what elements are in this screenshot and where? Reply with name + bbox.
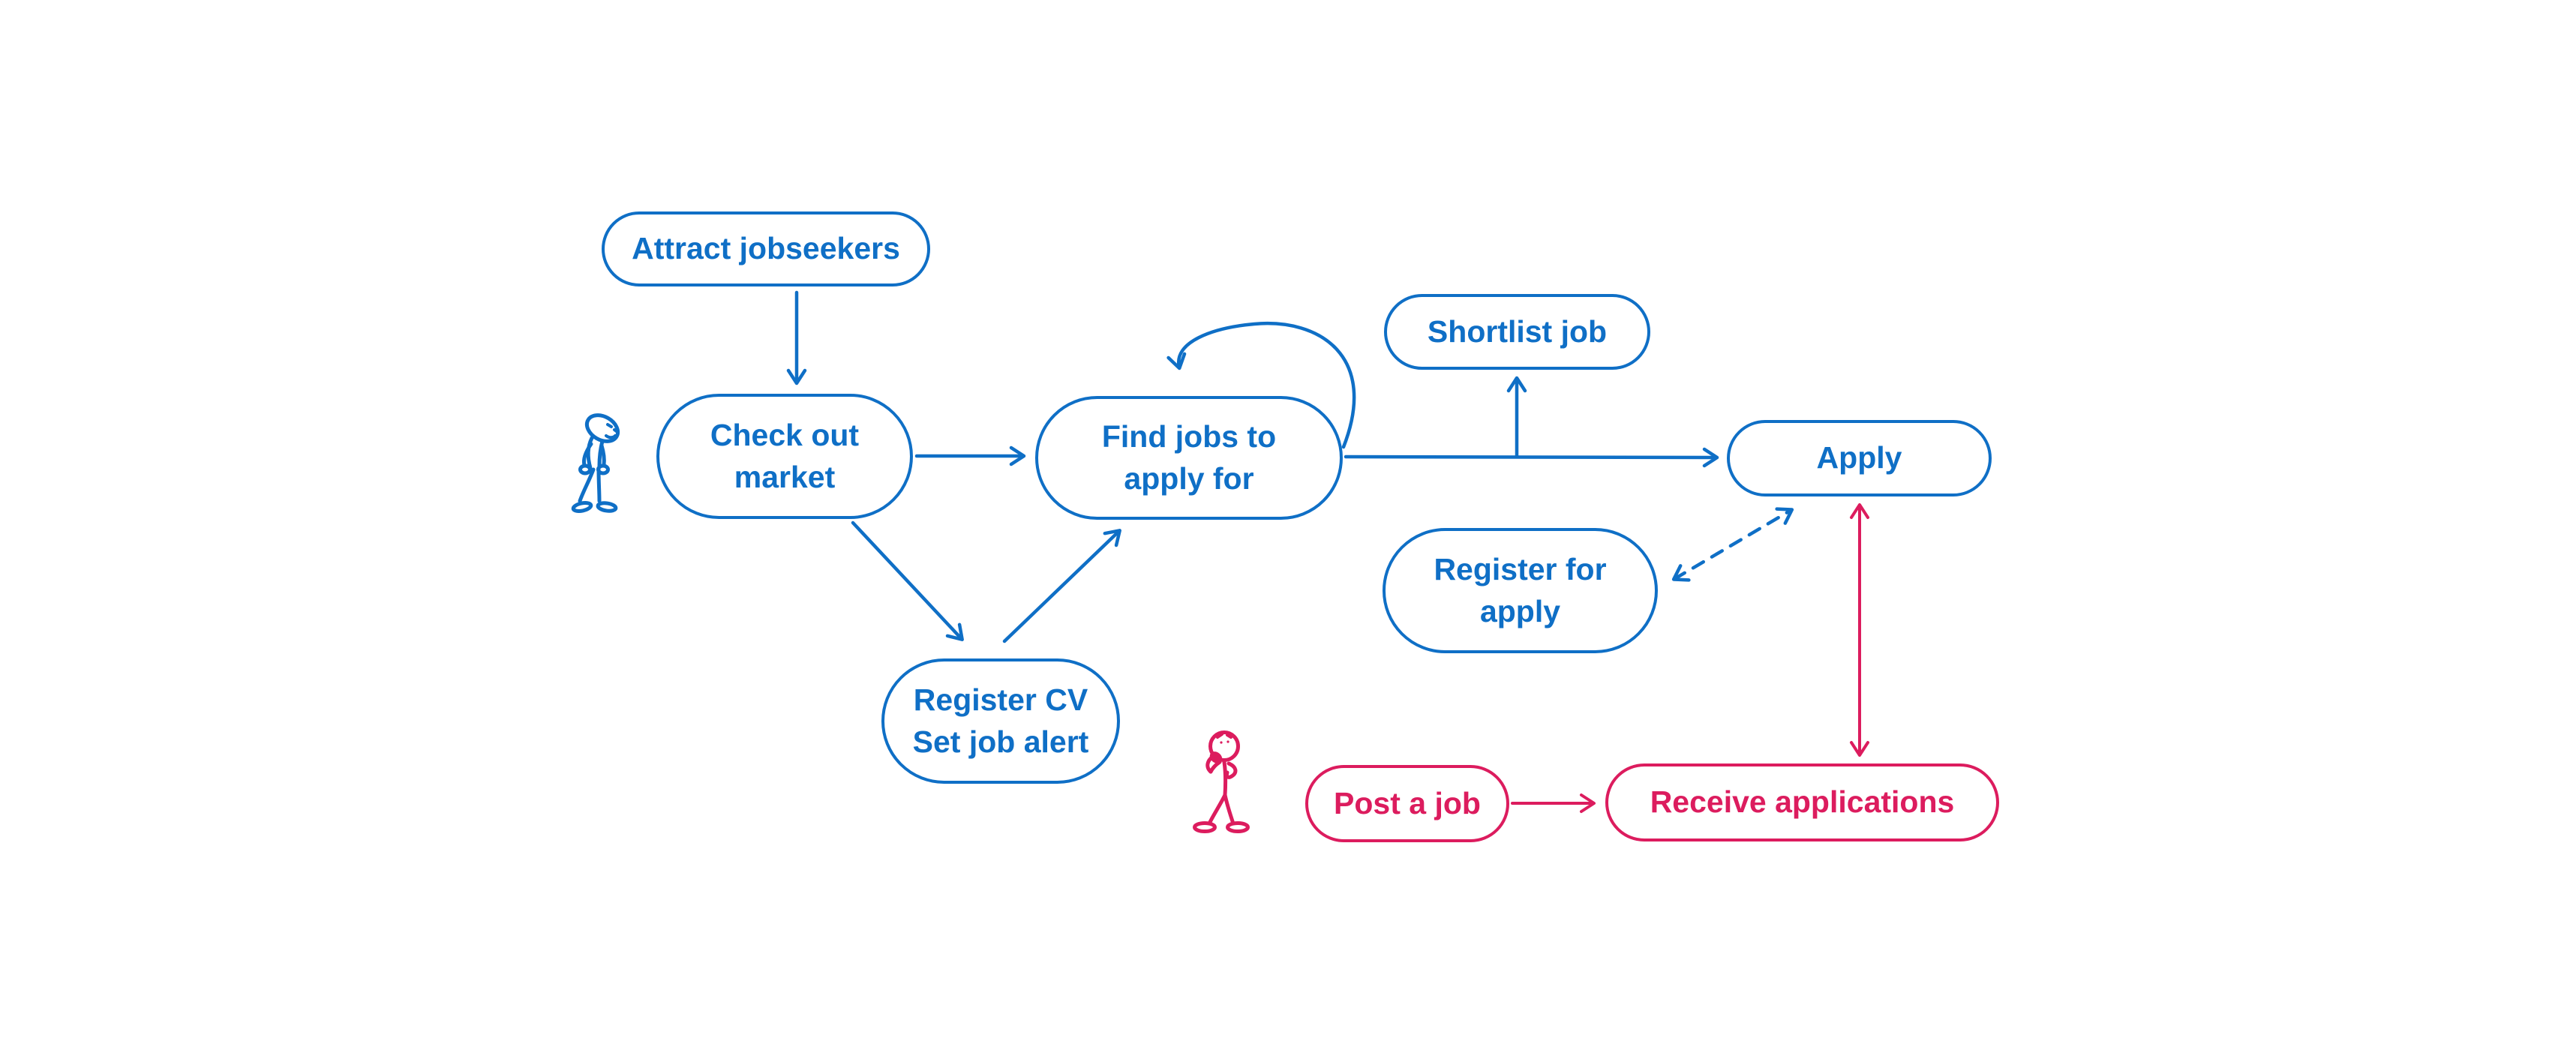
jobseeker-stick-figure-icon (571, 413, 620, 513)
node-find-jobs-to-apply-for: Find jobs to apply for (1035, 396, 1343, 520)
node-label: Register CV (913, 682, 1088, 718)
edge-find-self-loop-arrow (1166, 321, 1356, 449)
node-label: Find jobs to (1101, 419, 1277, 454)
node-post-a-job: Post a job (1305, 765, 1509, 842)
node-shortlist-job: Shortlist job (1384, 294, 1650, 370)
edge-registerapply-apply-dashed-arrow (1671, 507, 1794, 582)
node-label: apply for (1124, 460, 1254, 496)
node-label: apply (1479, 593, 1561, 628)
employer-stick-figure-icon (1193, 730, 1250, 833)
node-register-for-apply: Register for apply (1383, 528, 1658, 653)
node-label: Register for (1434, 552, 1607, 587)
node-label: market (734, 459, 836, 494)
node-label: Set job alert (912, 724, 1089, 759)
edge-registercv-to-find-arrow (1002, 529, 1121, 644)
node-check-out-market: Check out market (656, 394, 913, 519)
node-label: Shortlist job (1427, 314, 1608, 349)
node-label: Attract jobseekers (632, 231, 900, 266)
node-label: Check out (710, 418, 860, 453)
node-apply: Apply (1727, 420, 1992, 496)
edge-check-to-registercv-arrow (851, 520, 964, 641)
node-label: Receive applications (1650, 784, 1955, 820)
node-receive-applications: Receive applications (1605, 764, 1999, 842)
node-attract-jobseekers: Attract jobseekers (602, 212, 930, 286)
node-label: Apply (1816, 440, 1902, 476)
edge-find-to-apply-arrow (1344, 447, 1719, 468)
node-register-cv-set-job-alert: Register CV Set job alert (881, 658, 1120, 784)
node-label: Post a job (1334, 785, 1481, 820)
